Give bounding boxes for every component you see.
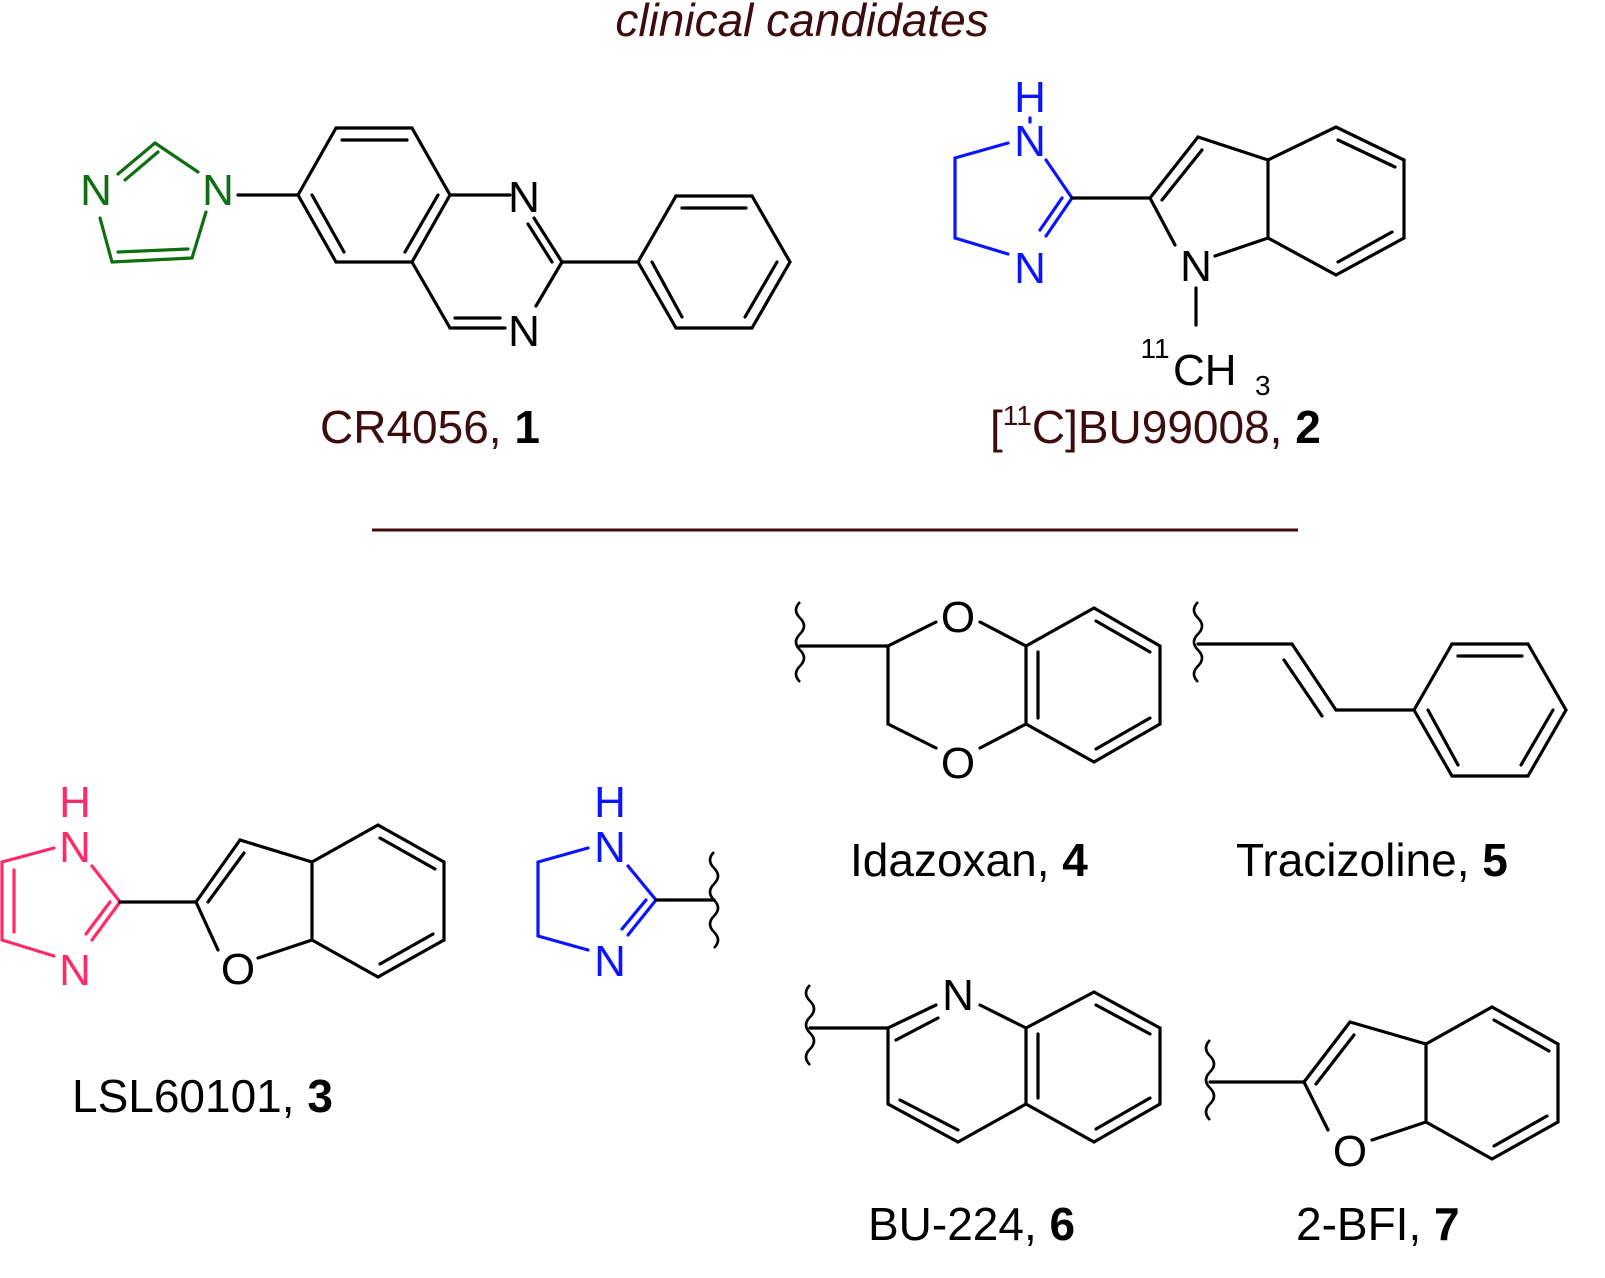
compound-2-structure: H N N N 11 C [953, 73, 1406, 401]
atom-h: H [594, 778, 626, 827]
attachment-wavy-line [1192, 601, 1204, 683]
benzofuran-ring-7 [1208, 1005, 1560, 1161]
atom-n-indole: N [1180, 242, 1212, 291]
imidazole-ring-pink [0, 846, 122, 958]
atom-nh: N [594, 823, 626, 872]
compound-5-structure [1192, 601, 1568, 778]
compound-2-label: [11C]BU99008, 2 [990, 400, 1321, 453]
atom-o-1: O [941, 593, 975, 642]
atom-o: O [221, 945, 255, 994]
attachment-wavy-line [708, 851, 720, 949]
atom-n-imidazole-link: N [202, 166, 234, 215]
atom-o: O [1333, 1127, 1367, 1176]
quinazoline-benzo-ring [296, 126, 452, 264]
compound-3-structure: H N N O [0, 778, 446, 995]
compound-3-label: LSL60101, 3 [72, 1070, 333, 1122]
methyl-subscript-3: 3 [1255, 370, 1271, 401]
compound-1-structure: N N N N [80, 126, 792, 356]
imidazoline-ring-2 [953, 141, 1074, 256]
indole-ring [1148, 125, 1406, 277]
quinoline-ring [808, 990, 1162, 1144]
imidazoline-core-fragment: H N N [536, 778, 720, 986]
quinazoline-pyrimidine-ring [410, 193, 564, 330]
compound-5-label: Tracizoline, 5 [1236, 834, 1508, 886]
atom-o-2: O [941, 739, 975, 788]
compound-4-label: Idazoxan, 4 [850, 834, 1088, 886]
atom-h: H [59, 778, 91, 827]
attachment-wavy-line [794, 601, 806, 683]
compound-6-structure: N [804, 971, 1162, 1144]
compound-7-label: 2-BFI, 7 [1296, 1198, 1460, 1250]
atom-n: N [594, 937, 626, 986]
atom-n-imidazole: N [80, 166, 112, 215]
benzofuran-ring-3 [194, 823, 446, 979]
compound-6-label: BU-224, 6 [868, 1198, 1075, 1250]
compound-1-label: CR4056, 1 [320, 401, 540, 453]
benzodioxane-ring [798, 606, 1162, 764]
imidazoline-ring-core [536, 846, 658, 952]
attachment-wavy-line [1204, 1039, 1216, 1121]
figure-title: clinical candidates [615, 0, 988, 46]
atom-nh: N [1014, 117, 1046, 166]
compound-7-structure: O [1204, 1005, 1560, 1176]
atom-nh: N [59, 823, 91, 872]
compound-4-structure: O O [794, 593, 1162, 788]
phenyl-ring-1 [560, 194, 792, 330]
atom-n-imidazoline: N [1014, 244, 1046, 293]
atom-n-3: N [508, 307, 540, 356]
isotope-11: 11 [1140, 333, 1169, 364]
styryl-chain [1196, 642, 1416, 718]
phenyl-ring-5 [1412, 642, 1568, 778]
atom-n: N [942, 971, 974, 1020]
imidazole-ring-green [98, 141, 208, 264]
atom-h: H [1014, 73, 1046, 122]
atom-n: N [59, 946, 91, 995]
attachment-wavy-line [804, 984, 816, 1066]
atom-n-1: N [508, 173, 540, 222]
methyl-c: CH [1173, 346, 1237, 395]
